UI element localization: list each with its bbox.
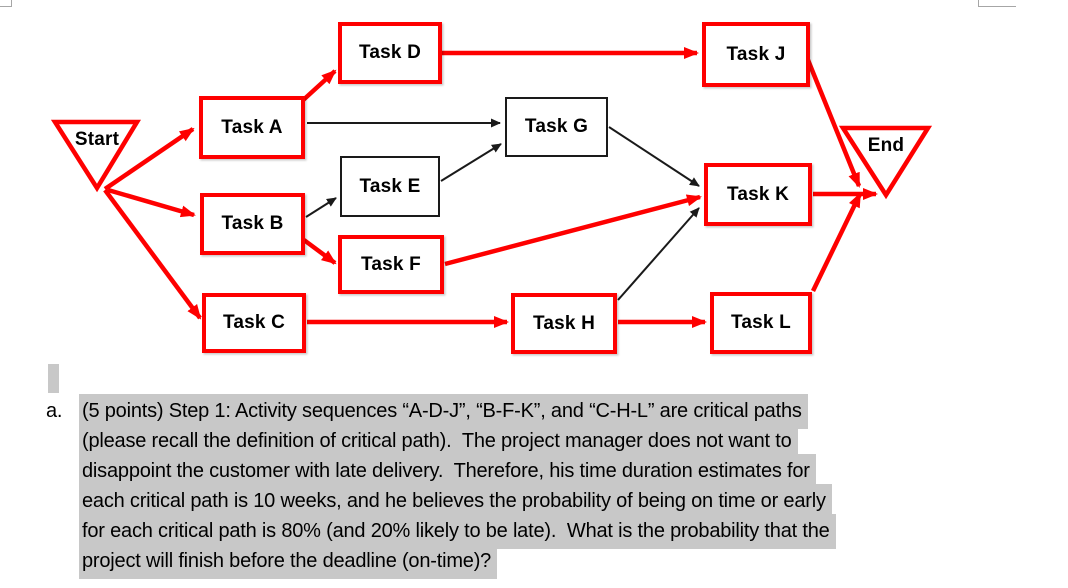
edge-b-f [302, 238, 337, 265]
end-milestone-shape [838, 125, 933, 200]
question-line: (please recall the definition of critica… [79, 424, 1046, 459]
edge-f-k [444, 194, 702, 267]
start-milestone-label: Start [74, 129, 120, 150]
node-task-a: Task A [199, 96, 305, 159]
node-task-j: Task J [702, 22, 810, 87]
node-task-d-label: Task D [358, 42, 422, 63]
question-line: each critical path is 10 weeks, and he b… [79, 484, 1046, 519]
question-text: for each critical path is 80% (and 20% l… [79, 514, 836, 549]
question-line: for each critical path is 80% (and 20% l… [79, 514, 1046, 549]
edge-start-b [107, 187, 196, 218]
question-text: (5 points) Step 1: Activity sequences “A… [79, 394, 808, 429]
edge-j-end [805, 59, 862, 188]
question-text: (please recall the definition of critica… [79, 424, 798, 459]
node-task-l: Task L [710, 292, 812, 354]
question-block: a. (5 points) Step 1: Activity sequences … [46, 394, 1046, 579]
node-task-b-label: Task B [221, 213, 284, 234]
highlighted-paragraph-mark [48, 364, 59, 393]
question-line: a. (5 points) Step 1: Activity sequences … [46, 394, 1046, 429]
node-task-j-label: Task J [726, 43, 786, 65]
node-task-e-label: Task E [359, 175, 421, 197]
edge-start-a [103, 127, 195, 191]
edge-start-c [103, 188, 202, 320]
node-task-f: Task F [338, 235, 444, 294]
node-task-f-label: Task F [361, 253, 421, 275]
node-task-b: Task B [200, 193, 305, 255]
node-task-k-label: Task K [726, 183, 790, 205]
node-task-c-label: Task C [222, 312, 286, 333]
network-diagram-canvas [50, 47, 933, 328]
question-text: each critical path is 10 weeks, and he b… [79, 484, 832, 519]
edge-e-g [440, 143, 502, 182]
edge-a-d [299, 69, 337, 104]
node-task-d: Task D [338, 22, 442, 84]
start-milestone-shape [50, 119, 141, 193]
node-task-c: Task C [202, 293, 306, 353]
node-task-l-label: Task L [731, 312, 791, 333]
question-line: project will finish before the deadline … [79, 544, 1046, 579]
edge-b-e [305, 197, 337, 218]
node-task-h-label: Task H [532, 312, 596, 334]
node-task-k: Task K [704, 163, 812, 226]
end-milestone-label: End [867, 135, 905, 156]
edge-h-k [617, 207, 700, 301]
node-task-a-label: Task A [221, 116, 283, 138]
page-corner-mark-right [978, 0, 1016, 7]
question-text: disappoint the customer with late delive… [79, 454, 816, 489]
question-text: project will finish before the deadline … [79, 544, 498, 579]
node-task-g: Task G [505, 97, 608, 157]
node-task-e: Task E [340, 156, 440, 217]
edge-g-k [608, 126, 700, 187]
question-line: disappoint the customer with late delive… [79, 454, 1046, 489]
node-task-g-label: Task G [524, 116, 589, 137]
list-item-marker: a. [46, 400, 63, 422]
edge-l-end [810, 192, 863, 292]
page-corner-mark-left [0, 0, 12, 7]
node-task-h: Task H [511, 293, 617, 354]
